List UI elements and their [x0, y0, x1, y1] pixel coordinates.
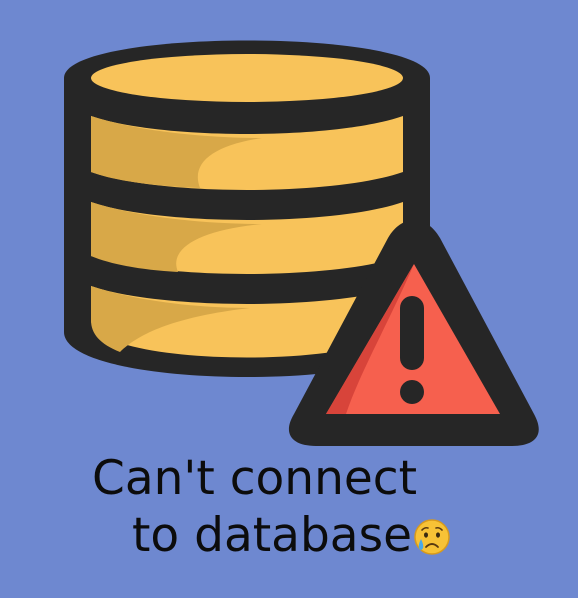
crying-face-emoji: [414, 519, 450, 555]
warning-triangle-icon: [288, 220, 539, 446]
error-message: Can't connect to database: [0, 450, 578, 564]
error-message-line-2: to database: [0, 507, 578, 564]
exclamation-dot: [400, 380, 424, 404]
error-message-line-1: Can't connect: [92, 451, 432, 506]
database-icon: [64, 40, 430, 377]
error-message-line-2-text: to database: [131, 508, 413, 563]
exclamation-bar: [400, 296, 424, 370]
